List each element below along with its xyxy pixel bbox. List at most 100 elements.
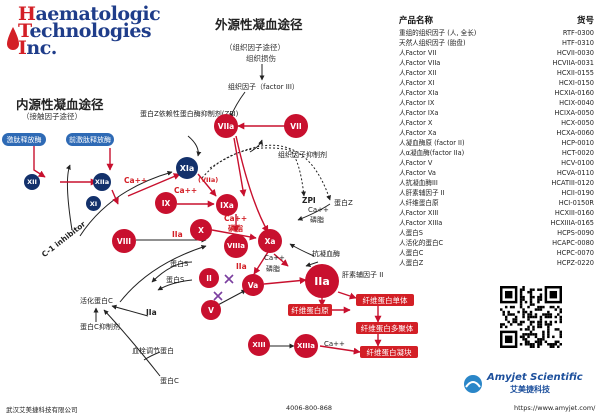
ca-top-label: Ca++ [308,206,329,214]
product-catalog-no: HCV-0100 [561,159,594,167]
product-catalog-no: HCIXA-0050 [554,109,594,117]
phospholipid-top-label: 磷脂 [310,216,324,224]
product-name: 人Factor XIIIa [399,219,443,227]
factor-xii-node: XII [24,174,40,190]
tissue-factor-label: 组织因子（factor III） [228,83,299,91]
product-name: 人抗凝血酶III [399,179,438,187]
factor-xia-node: XIa [176,157,198,179]
zpi-description: 蛋白Z依赖性蛋白酶抑制剂(ZPI) [140,110,239,118]
factor-viia-node: VIIa [214,114,238,138]
ca-upper2-label: Ca++ [174,186,198,195]
heparin-cofactor-label: 肝素辅因子 II [342,271,384,279]
product-name: 人Factor XIII [399,209,439,217]
iia-label-2: IIa [236,262,247,271]
factor-ix-node: IX [155,192,177,214]
product-catalog-no: HCVA-0110 [556,169,594,177]
factor-ii-node: II [199,268,219,288]
ca-upper-label: Ca++ [124,176,148,185]
phospholipid-mid-label: 磷脂 [228,224,243,233]
logo-line-3: Inc. [18,37,57,59]
product-row: 人Factor IX HCIX-0040 [399,98,594,108]
factor-xiia-node: XIIa [93,173,111,191]
product-name: 人Factor XIa [399,89,439,97]
protein-c-inhibitor-label: 蛋白C抑制剂 [80,323,120,331]
antithrombin-label: 抗凝血酶 [312,250,340,258]
phospholipid-lower-label: 磷脂 [266,265,280,273]
protein-z-label: 蛋白Z [334,199,353,207]
viia-paren-label: (VIIa) [198,176,219,184]
product-catalog-no: HCX-0050 [561,119,594,127]
tfpi-label: 组织因子抑制剂 [278,151,327,159]
product-name: 人Factor V [399,159,433,167]
factor-vii-node: VII [284,114,308,138]
amyjet-logo-icon [464,375,482,393]
product-name: 人蛋白Z [399,259,424,267]
product-row: 人α凝血酶(factor IIa) HCT-0020 [399,148,594,158]
product-catalog-no: HCATIII-0120 [551,179,594,187]
logo-line-2: Technologies [18,20,152,42]
product-name: 人Factor Va [399,169,436,177]
product-row: 人蛋白Z HCPZ-0220 [399,258,594,268]
footer-phone: 4006-800-868 [286,404,333,412]
footer-website[interactable]: https://www.amyjet.com/ [514,404,596,412]
product-name: 人Factor IX [399,99,435,107]
iia-label-1: IIa [172,230,183,239]
iia-label-3: IIa [146,308,157,317]
product-row: 人Factor V HCV-0100 [399,158,594,168]
product-catalog-no: HCII-0190 [561,189,594,197]
fibrin-monomer-box: 纤维蛋白单体 [356,294,414,306]
product-row: 人抗凝血酶III HCATIII-0120 [399,178,594,188]
factor-ixa-node: IXa [216,194,238,216]
product-catalog-no: HCAPC-0080 [552,239,594,247]
logo-line-1: Haematologic [18,3,161,25]
product-catalog-no: HCVII-0030 [556,49,594,57]
product-catalog-no: HCPZ-0220 [556,259,594,267]
extrinsic-pathway-subtitle: （组织因子途径） [225,43,285,52]
footer-company: 武汉艾美捷科技有限公司 [6,406,78,414]
product-table-header: 产品名称 货号 [399,14,594,28]
product-name: 人纤维蛋白原 [399,199,439,207]
factor-xiii-node: XIII [248,334,270,356]
protein-s-label-2: 蛋白S [166,276,185,284]
product-name: 人Factor VII [399,49,437,57]
product-catalog-no: HTF-0310 [562,39,594,47]
product-catalog-no: HCT-0020 [561,149,594,157]
thrombomodulin-label: 血栓调节蛋白 [132,347,174,355]
tissue-damage-label: 组织损伤 [246,54,276,63]
protein-s-label-1: 蛋白S [170,260,189,268]
intrinsic-pathway-title: 内源性凝血途径 [16,97,104,112]
thrombin-iia-node: IIa [305,264,339,298]
product-catalog-no: HCPC-0070 [556,249,594,257]
product-name: 人蛋白C [399,249,424,257]
factor-xi-node: XI [86,196,101,211]
factor-xa-node: Xa [258,229,282,253]
product-name-header: 产品名称 [399,16,434,26]
product-row: 人Factor VII HCVII-0030 [399,48,594,58]
product-row: 人凝血酶原 (factor II)HCP-0010 [399,138,594,148]
product-name: 人凝血酶原 (factor II) [399,139,465,147]
kallikrein-pill: 激肽释放酶 [2,133,46,146]
product-catalog-no: HCIX-0040 [559,99,594,107]
ca-mid-label: Ca++ [224,214,248,223]
fibrin-polymer-box: 纤维蛋白多聚体 [356,322,418,334]
amyjet-cn-name: 艾美捷科技 [510,385,550,394]
activated-protein-c-label: 活化蛋白C [80,297,113,305]
product-name: 人Factor XII [399,69,437,77]
product-catalog-no: HCXA-0060 [556,129,594,137]
factor-x-node: X [190,219,212,241]
product-name: 人α凝血酶(factor IIa) [399,149,465,157]
product-row: 人Factor Va HCVA-0110 [399,168,594,178]
